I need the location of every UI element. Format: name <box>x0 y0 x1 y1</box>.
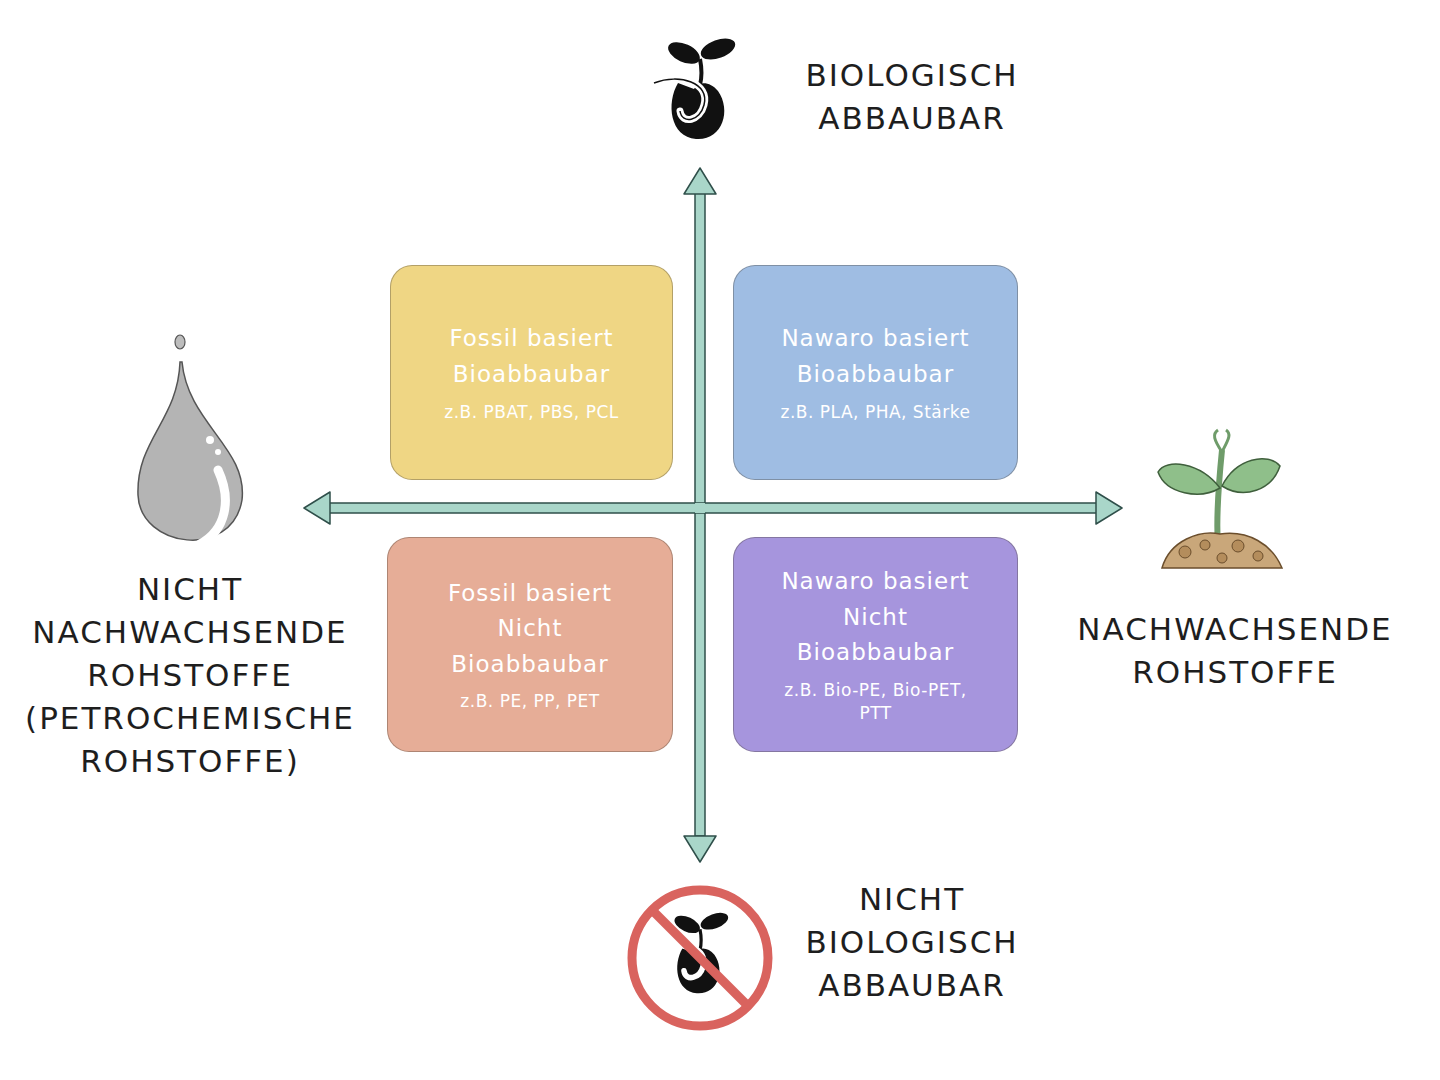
axis-label: NACHWACHSENDE ROHSTOFFE <box>1077 608 1392 694</box>
axis-label: NICHT NACHWACHSENDE ROHSTOFFE (PETROCHEM… <box>25 568 355 783</box>
seedling-logo <box>654 34 738 139</box>
box-examples: z.B. PE, PP, PET <box>460 690 599 713</box>
box-examples: z.B. Bio-PE, Bio-PET, PTT <box>768 679 983 725</box>
box-heading: Fossil basiert <box>449 321 613 357</box>
seedling-plant <box>1158 430 1282 568</box>
box-heading: Nawaro basiert <box>781 321 969 357</box>
quadrant-box: Fossil basiertNicht Bioabbaubar z.B. PE, … <box>387 537 673 752</box>
quadrant-box: Nawaro basiertBioabbaubar z.B. PLA, PHA, … <box>733 265 1018 480</box>
box-property: Bioabbaubar <box>797 357 954 393</box>
quadrant-box: Fossil basiertBioabbaubar z.B. PBAT, PBS,… <box>390 265 673 480</box>
box-examples: z.B. PLA, PHA, Stärke <box>781 401 971 424</box>
box-property: Nicht Bioabbaubar <box>443 611 618 682</box>
quadrant-box: Nawaro basiertNicht Bioabbaubar z.B. Bio-… <box>733 537 1018 752</box>
axis-label: BIOLOGISCH ABBAUBAR <box>805 54 1018 140</box>
axis-label: NICHT BIOLOGISCH ABBAUBAR <box>805 878 1018 1007</box>
oil-drop <box>138 335 242 544</box>
box-property: Nicht Bioabbaubar <box>788 600 963 671</box>
vertical-axis <box>684 168 716 862</box>
horizontal-axis <box>304 492 1122 524</box>
box-heading: Nawaro basiert <box>781 564 969 600</box>
box-property: Bioabbaubar <box>453 357 610 393</box>
box-heading: Fossil basiert <box>448 576 612 612</box>
no-seedling-logo <box>632 890 768 1026</box>
box-examples: z.B. PBAT, PBS, PCL <box>444 401 619 424</box>
